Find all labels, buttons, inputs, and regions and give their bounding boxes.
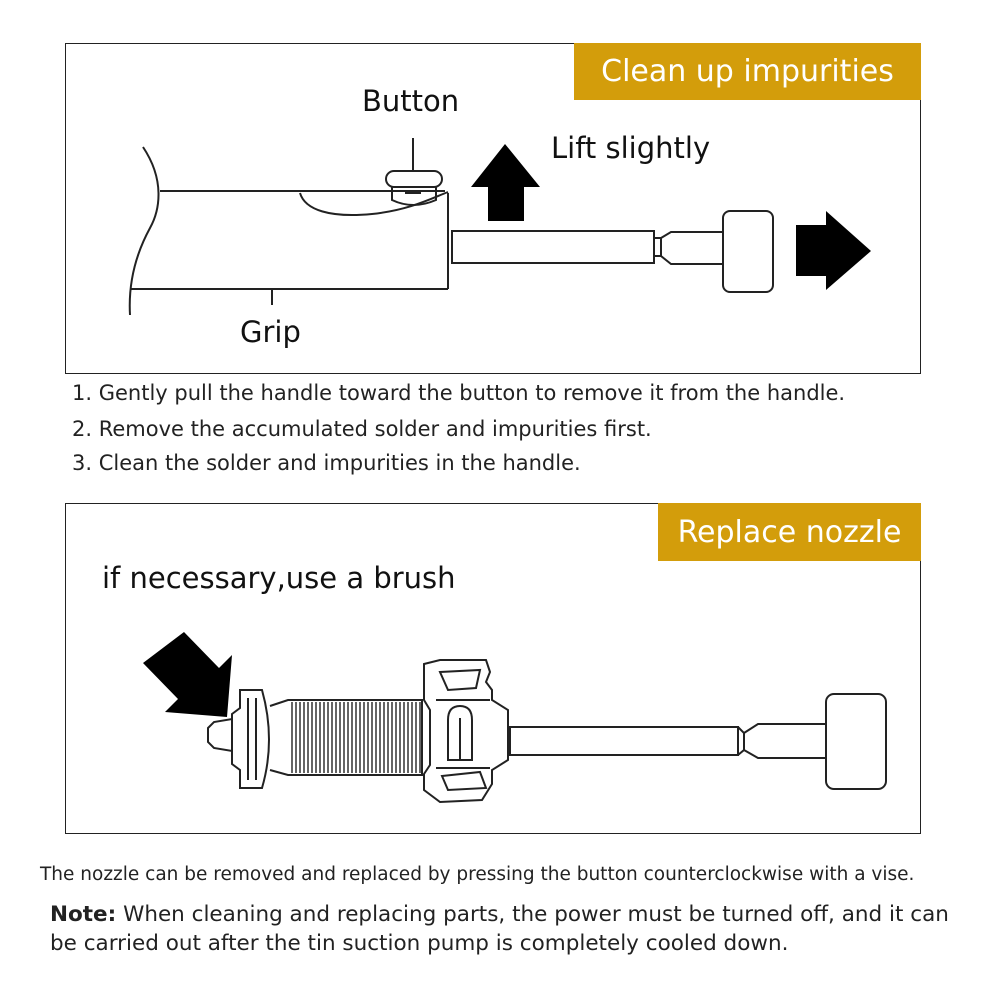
collar	[423, 659, 509, 804]
collar-window	[447, 704, 473, 761]
pull-arrow	[796, 211, 871, 290]
step-1: 1. Gently pull the handle toward the but…	[72, 381, 846, 405]
pump-rod-2	[509, 726, 739, 756]
pump-knob	[722, 210, 774, 293]
replace-badge: Replace nozzle	[658, 503, 921, 561]
button-label: Button	[362, 84, 460, 118]
grip-left-curve	[128, 146, 160, 316]
grip-label: Grip	[240, 315, 301, 349]
thread-section	[269, 699, 423, 776]
replace-caption: The nozzle can be removed and replaced b…	[40, 864, 915, 885]
brush-arrow	[143, 632, 232, 717]
pump-knob-2	[825, 693, 887, 790]
safety-note: Note: When cleaning and replacing parts,…	[50, 900, 970, 958]
lift-slightly-label: Lift slightly	[551, 131, 711, 165]
note-text: When cleaning and replacing parts, the p…	[50, 902, 949, 956]
brush-instruction: if necessary,use a brush	[102, 561, 456, 595]
note-label: Note:	[50, 902, 117, 927]
step-3: 3. Clean the solder and impurities in th…	[72, 451, 581, 475]
clean-badge: Clean up impurities	[574, 43, 921, 100]
step-2: 2. Remove the accumulated solder and imp…	[72, 417, 652, 441]
threads	[291, 702, 421, 773]
button-lever-curve	[299, 191, 449, 216]
button-base	[391, 187, 437, 206]
lift-arrow	[471, 144, 540, 221]
button-cap	[385, 170, 443, 188]
nozzle-body	[231, 689, 270, 789]
nozzle-tip	[207, 717, 233, 753]
